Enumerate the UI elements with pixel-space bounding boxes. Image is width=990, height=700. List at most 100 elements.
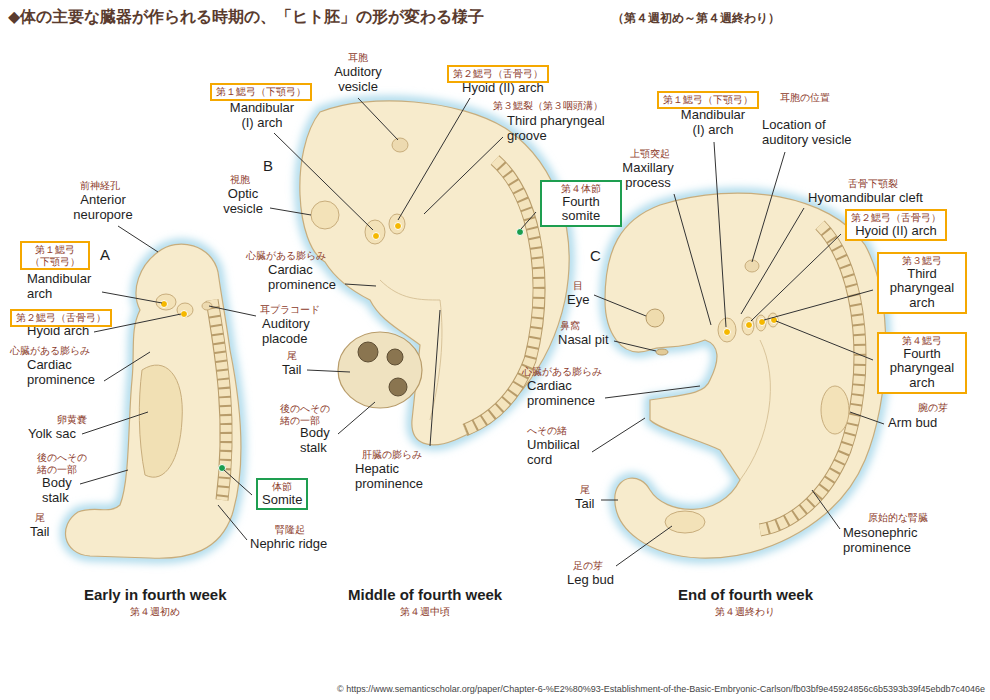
somite-box: 体節Somite <box>256 478 308 510</box>
english-label: Tail <box>575 497 595 512</box>
japanese-label: 足の芽 <box>573 560 603 572</box>
embryo-a <box>66 244 241 558</box>
somite-band <box>760 225 860 530</box>
arch-dot <box>161 301 168 308</box>
japanese-label: 視胞 <box>230 174 250 186</box>
english-label: Hyoid (II) arch <box>462 81 544 96</box>
leader-line <box>424 137 503 214</box>
english-label: Leg bud <box>567 573 614 588</box>
embryo-c <box>605 193 886 558</box>
embryo-body <box>605 193 886 558</box>
english-label: Third pharyngeal arch <box>883 267 961 312</box>
embryo-halo <box>66 244 241 558</box>
stalk-vessel <box>387 349 403 365</box>
panel-caption: Middle of fourth week <box>348 586 502 603</box>
leader-line <box>776 321 873 360</box>
english-label: Hyoid (II) arch <box>851 224 941 239</box>
english-label: Hepatic prominence <box>355 462 435 492</box>
stalk-vessel <box>389 378 407 396</box>
stalk-vessel <box>358 342 378 362</box>
leader-line <box>338 402 375 434</box>
japanese-label: 鼻窩 <box>560 320 580 332</box>
leader-line <box>616 526 672 566</box>
japanese-label: 腕の芽 <box>918 402 948 414</box>
leader-line <box>118 226 158 252</box>
japanese-label: 第４体節 <box>546 183 616 195</box>
japanese-label: 耳胞の位置 <box>780 92 830 104</box>
arch-box: 第１鰓弓（下顎弓） <box>210 83 312 101</box>
pharyngeal-arch <box>756 315 766 331</box>
english-label: Hyomandibular cleft <box>808 191 923 206</box>
english-label: Yolk sac <box>28 427 76 442</box>
japanese-label: 第４週中頃 <box>400 606 450 618</box>
leader-line <box>764 290 873 320</box>
japanese-label: 心臓がある膨らみ <box>522 366 602 378</box>
source-note: © https://www.semanticscholar.org/paper/… <box>337 684 985 694</box>
leader-line <box>601 500 618 501</box>
pharyngeal-arch <box>718 318 736 342</box>
arm-bud <box>821 386 849 434</box>
japanese-label: 腎隆起 <box>275 524 305 536</box>
english-label: Eye <box>567 293 589 308</box>
pharyngeal-arch <box>177 303 193 317</box>
japanese-label: 尾 <box>287 350 297 362</box>
somite-band <box>760 225 860 530</box>
yolk-sac <box>139 365 182 477</box>
somite-dot <box>517 229 524 236</box>
japanese-label: 第１鰓弓 （下顎弓） <box>26 244 84 267</box>
auditory-vesicle <box>392 138 408 152</box>
leader-line <box>674 194 711 325</box>
japanese-label: 第３鰓弓 <box>883 255 961 267</box>
arch-dot <box>181 311 188 318</box>
pharyngeal-arch <box>389 214 405 234</box>
leader-line <box>850 412 884 424</box>
english-label: Fourth pharyngeal arch <box>883 347 961 392</box>
japanese-label: 卵黄嚢 <box>57 414 87 426</box>
japanese-label: 体節 <box>262 481 302 493</box>
leader-line <box>751 234 841 321</box>
leader-line <box>592 418 645 452</box>
english-label: Body stalk <box>42 476 87 506</box>
optic-vesicle <box>311 201 339 229</box>
english-label: Cardiac prominence <box>527 379 612 409</box>
leader-line <box>80 470 128 484</box>
leader-line <box>614 341 656 351</box>
english-label: Somite <box>262 493 302 508</box>
leg-bud <box>665 511 705 533</box>
japanese-label: 第４鰓弓 <box>883 335 961 347</box>
leader-line <box>218 505 247 540</box>
leader-line <box>521 212 536 229</box>
panel-caption: Early in fourth week <box>84 586 227 603</box>
japanese-label: 心臓がある膨らみ <box>246 250 326 262</box>
english-label: Auditory vesicle <box>323 65 393 95</box>
japanese-label: 前神経孔 <box>80 180 120 192</box>
english-label: Nasal pit <box>558 333 609 348</box>
english-label: Mesonephric prominence <box>843 526 953 556</box>
panel-letter: B <box>263 157 273 174</box>
japanese-label: 原始的な腎臓 <box>868 512 928 524</box>
arch-box: 第１鰓弓 （下顎弓） <box>20 241 90 270</box>
leader-line <box>82 412 148 434</box>
english-label: Third pharyngeal groove <box>507 114 617 144</box>
japanese-label: 第４週初め <box>130 606 180 618</box>
japanese-label: 舌骨下顎裂 <box>848 178 898 190</box>
japanese-label: 第２鰓弓（舌骨弓） <box>16 312 106 324</box>
nasal-pit <box>656 349 668 355</box>
leader-line <box>270 208 311 215</box>
english-label: Tail <box>30 525 50 540</box>
leader-line <box>345 284 376 286</box>
english-label: Nephric ridge <box>250 537 327 552</box>
english-label: Mandibular (I) arch <box>673 108 753 138</box>
japanese-label: 耳プラコード <box>260 304 320 316</box>
panel-letter: C <box>590 247 601 264</box>
leader-line <box>398 98 470 220</box>
english-label: Umbilical cord <box>527 438 607 468</box>
leader-line <box>224 470 252 495</box>
arch-box: 第２鰓弓（舌骨弓）Hyoid (II) arch <box>845 209 947 241</box>
japanese-label: 第４週終わり <box>715 606 775 618</box>
arch-dot <box>724 329 731 336</box>
english-label: Arm bud <box>888 416 937 431</box>
somite-box: 第４体節Fourth somite <box>540 180 622 227</box>
leader-line <box>209 306 256 316</box>
english-label: Anterior neuropore <box>63 193 143 223</box>
